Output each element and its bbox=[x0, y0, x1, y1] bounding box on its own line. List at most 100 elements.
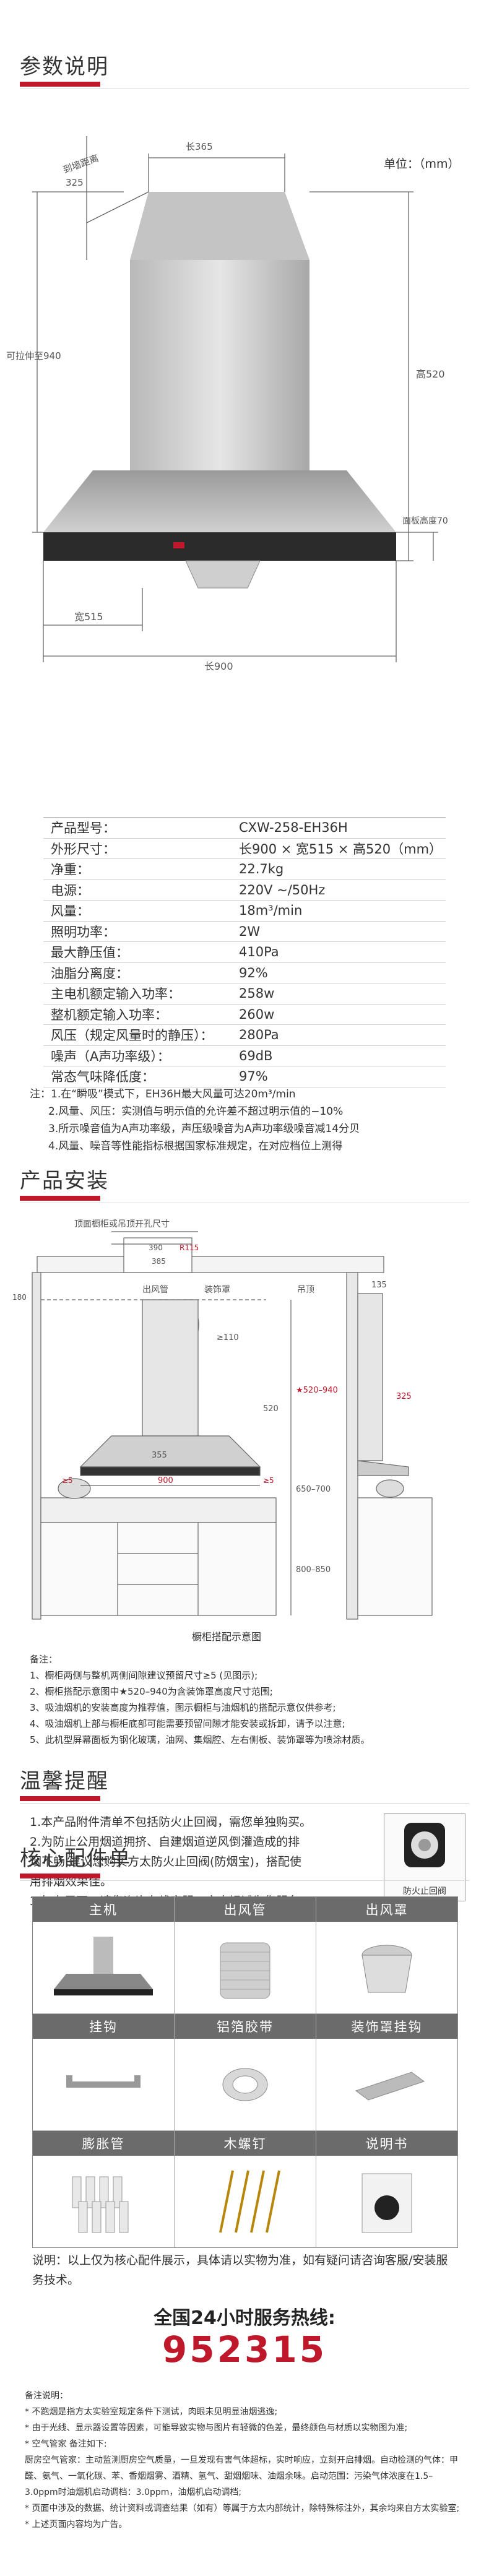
spec-key: 照明功率： bbox=[51, 924, 116, 940]
dim-top-label: 到墙距离 bbox=[61, 152, 100, 175]
accessory-name: 挂钩 bbox=[33, 2014, 174, 2039]
remark: * 空气管家 备注如下: bbox=[25, 2439, 107, 2449]
install-dim: 180 bbox=[12, 1293, 27, 1302]
install-outlet-label: 出风管 bbox=[142, 1285, 168, 1295]
section-header-accessories: 核心配件单 bbox=[0, 1841, 489, 1897]
section-header-tips: 温馨提醒 bbox=[0, 1752, 489, 1807]
section-accent-bar bbox=[20, 1796, 100, 1801]
valve-icon bbox=[404, 1823, 445, 1867]
accessory-cell: 膨胀管 bbox=[33, 2131, 175, 2247]
spec-key: 油脂分离度： bbox=[51, 966, 129, 981]
spec-key: 最大静压值： bbox=[51, 945, 129, 961]
spec-value: CXW-258-EH36H bbox=[239, 820, 348, 836]
spec-row: 主电机额定输入功率：258w bbox=[43, 983, 446, 1005]
remark: 厨房空气管家：主动监测厨房空气质量，一旦发现有害气体超标，实时响应，立刻开启排烟… bbox=[25, 2455, 458, 2497]
spec-row: 外形尺寸：长900 × 宽515 × 高520（mm） bbox=[43, 839, 446, 859]
install-dim: 135 bbox=[371, 1281, 387, 1290]
spec-key: 噪声（A声功率级）： bbox=[51, 1048, 170, 1064]
spec-note: 4.风量、噪音等性能指标根据国家标准规定，在对应档位上测得 bbox=[48, 1140, 343, 1152]
spec-key: 外形尺寸： bbox=[51, 841, 116, 857]
spec-value: 92% bbox=[239, 965, 268, 980]
spec-value: 2W bbox=[239, 923, 261, 939]
dim-width-label: 宽515 bbox=[74, 611, 103, 623]
accessory-table: 主机 出风管 出风罩 挂钩 bbox=[32, 1896, 458, 2248]
section-header-params: 参数说明 bbox=[0, 37, 489, 93]
install-dim: 385 bbox=[152, 1257, 166, 1266]
spec-note: 2.风量、风压：实测值与明示值的允许差不超过明示值的−10% bbox=[48, 1105, 344, 1118]
accessory-cell: 铝箔胶带 bbox=[175, 2014, 316, 2131]
spec-row: 风量： 18m³/min bbox=[43, 901, 446, 922]
accessory-name: 膨胀管 bbox=[33, 2131, 174, 2156]
hood-dimension-diagram: 长365 到墙距离 325 可拉伸至940 高520 面板高度70 宽515 长… bbox=[6, 136, 448, 672]
spec-key: 风量： bbox=[51, 904, 90, 919]
accessory-row: 膨胀管 木螺钉 说明书 bbox=[33, 2131, 457, 2247]
remarks: 备注说明： * 不跑烟是指方太实验室规定条件下测试，肉眼未见明显油烟逃逸; * … bbox=[25, 2388, 464, 2533]
spec-note: 3.所示噪音值为A声功率级，声压级噪音为A声功率级噪音减14分贝 bbox=[48, 1123, 360, 1135]
unit-label: 单位：（mm） bbox=[384, 157, 460, 171]
install-dim: 355 bbox=[152, 1451, 167, 1460]
install-dim: 800–850 bbox=[296, 1565, 331, 1575]
dim-top-value: 325 bbox=[66, 177, 84, 188]
spec-key: 风压（规定风量时的静压）： bbox=[51, 1028, 214, 1044]
section-accent-bar bbox=[20, 82, 100, 87]
hotline-number: 952315 bbox=[162, 2328, 327, 2371]
remark: * 不跑烟是指方太实验室规定条件下测试，肉眼未见明显油烟逃逸; bbox=[25, 2407, 278, 2417]
install-dim: 520 bbox=[263, 1404, 279, 1414]
install-notes: 备注： 1、橱柜两侧与整机两侧间隙建议预留尺寸≥5 (见图示); 2、橱柜搭配示… bbox=[30, 1651, 370, 1748]
valve-label: 防火止回阀 bbox=[403, 1887, 446, 1896]
spec-value: 18m³/min bbox=[239, 903, 303, 918]
section-title: 温馨提醒 bbox=[20, 1769, 109, 1794]
spec-value: 22.7kg bbox=[239, 862, 284, 877]
spec-row: 产品型号：CXW-258-EH36H bbox=[43, 818, 446, 839]
dim-height-label: 高520 bbox=[416, 368, 445, 380]
accessory-cell: 挂钩 bbox=[33, 2014, 175, 2131]
spec-row: 整机额定输入功率：260w bbox=[43, 1005, 446, 1025]
section-accent-bar bbox=[20, 1874, 100, 1878]
spec-key: 净重： bbox=[51, 862, 90, 878]
spec-row: 常态气味降低度：97% bbox=[43, 1066, 446, 1087]
accessory-cell: 木螺钉 bbox=[175, 2131, 316, 2247]
spec-row: 最大静压值： 410Pa bbox=[43, 942, 446, 963]
screw-icon bbox=[175, 2156, 316, 2247]
accessory-name: 铝箔胶带 bbox=[175, 2014, 316, 2039]
accessory-cell: 装饰罩挂钩 bbox=[316, 2014, 457, 2131]
spec-value: 220V ~/50Hz bbox=[239, 882, 326, 897]
valve-card: 防火止回阀 bbox=[384, 1813, 465, 1901]
accessory-cell: 出风罩 bbox=[316, 1897, 457, 2014]
spec-row: 噪声（A声功率级）：69dB bbox=[43, 1046, 446, 1066]
section-title: 核心配件单 bbox=[20, 1846, 131, 1871]
spec-key: 常态气味降低度： bbox=[51, 1070, 155, 1085]
spec-row: 净重： 22.7kg bbox=[43, 859, 446, 880]
tape-icon bbox=[175, 2039, 316, 2131]
install-dim: 900 bbox=[158, 1476, 173, 1485]
outlet-cover-icon bbox=[316, 1922, 457, 2014]
install-note: 1、橱柜两侧与整机两侧间隙建议预留尺寸≥5 (见图示); bbox=[30, 1670, 258, 1681]
accessory-cell: 出风管 bbox=[175, 1897, 316, 2014]
install-note: 4、吸油烟机上部与橱柜底部可能需要预留间隙才能安装或拆卸，请予以注意; bbox=[30, 1718, 345, 1729]
range-hood-icon bbox=[33, 1922, 174, 2014]
section-title: 产品安装 bbox=[20, 1169, 109, 1193]
manual-icon bbox=[316, 2156, 457, 2247]
spec-value: 260w bbox=[239, 1006, 275, 1022]
remark: * 由于光线、显示器设置等因素，可能导致实物与图片有轻微的色差，最终颜色与材质以… bbox=[25, 2423, 408, 2433]
hotline-label: 全国24小时服务热线: bbox=[154, 2307, 335, 2329]
accessory-cell: 主机 bbox=[33, 1897, 175, 2014]
spec-row: 风压（规定风量时的静压）： 280Pa bbox=[43, 1025, 446, 1046]
spec-value: 410Pa bbox=[239, 944, 279, 960]
accessory-note: 说明：以上仅为核心配件展示，具体请以实物为准，如有疑问请咨询客服/安装服务技术。 bbox=[32, 2254, 448, 2287]
hood-canopy bbox=[43, 470, 396, 532]
bracket-icon bbox=[316, 2039, 457, 2131]
accessory-name: 出风罩 bbox=[316, 1897, 457, 1922]
accessory-name: 主机 bbox=[33, 1897, 174, 1922]
spec-value: 280Pa bbox=[239, 1027, 279, 1043]
section-accent-bar bbox=[20, 1196, 100, 1201]
install-caption: 橱柜搭配示意图 bbox=[192, 1631, 261, 1643]
install-dim: ≥110 bbox=[217, 1333, 239, 1342]
accessory-name: 木螺钉 bbox=[175, 2131, 316, 2156]
remark: * 上述页面内容均为广告。 bbox=[25, 2520, 128, 2530]
hood-front-panel bbox=[43, 532, 396, 561]
accessory-row: 主机 出风管 出风罩 bbox=[33, 1897, 457, 2014]
spec-notes: 注：1.在“瞬吸”模式下，EH36H最大风量可达20m³/min 2.风量、风压… bbox=[30, 1086, 360, 1155]
install-note: 3、吸油烟机的安装高度为推荐值，图示橱柜与油烟机的搭配示意仅供参考; bbox=[30, 1702, 336, 1713]
install-note: 2、橱柜搭配示意图中★520–940为含装饰罩高度尺寸范围; bbox=[30, 1686, 273, 1697]
